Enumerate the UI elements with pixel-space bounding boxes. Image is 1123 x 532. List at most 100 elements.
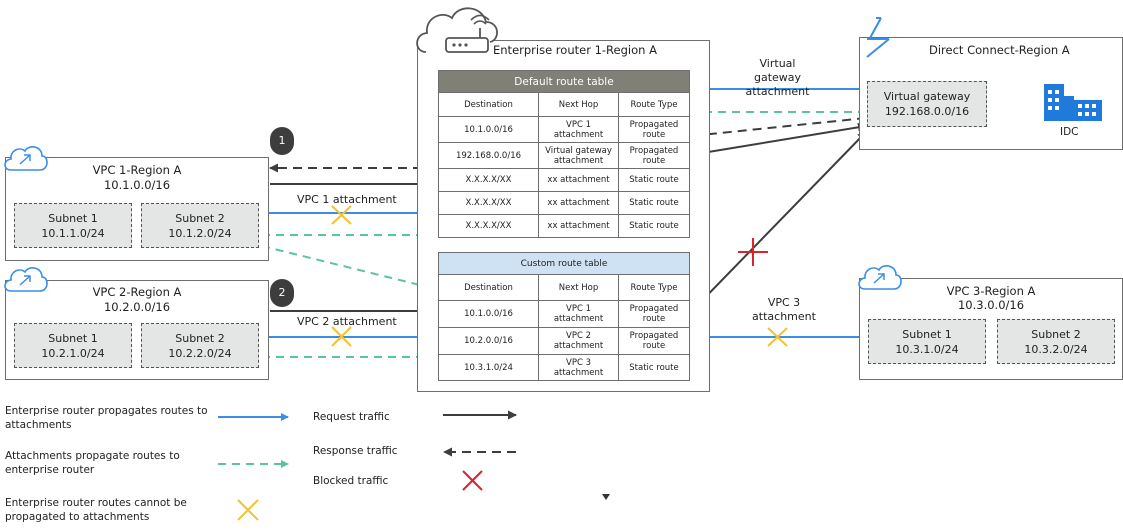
virtual-gateway-cidr: 192.168.0.0/16 [884,105,970,118]
cell-route-type: Propagated route [618,116,690,143]
direct-connect-title: Direct Connect-Region A [929,43,1070,57]
legend-attachments-propagate: Attachments propagate routes to enterpri… [5,450,180,476]
legend-propagate-to-attachments: Enterprise router propagates routes to a… [5,405,208,431]
cell-destination: 10.1.0.0/16 [438,116,539,143]
cell-next-hop: xx attachment [538,168,619,192]
table-row: 10.1.0.0/16 VPC 1 attachment Propagated … [438,300,690,328]
header-route-type: Route Type [618,274,690,301]
subnet-name: Subnet 2 [175,331,225,345]
legend-response: Response traffic [313,445,398,457]
table-row: 10.2.0.0/16 VPC 2 attachment Propagated … [438,327,690,355]
vpc1-subnet-1: Subnet 1 10.1.1.0/24 [14,203,132,248]
vpc3-cloud-icon [858,265,902,290]
vpc1-title: VPC 1-Region A [92,163,182,177]
legend-yellow-cross [237,499,259,521]
cell-destination: 192.168.0.0/16 [438,142,539,169]
cell-next-hop: VPC 1 attachment [538,300,619,328]
vpc3-box: VPC 3-Region A 10.3.0.0/16 Subnet 1 10.3… [859,278,1123,380]
cell-next-hop: xx attachment [538,191,619,215]
router-cloud-icon [416,7,498,53]
subnet-cidr: 10.3.2.0/24 [1024,342,1088,356]
idc-label: IDC [1060,126,1079,138]
vpc2-cannot-propagate-cross [331,326,352,347]
virtual-gateway: Virtual gateway 192.168.0.0/16 [867,81,987,127]
vpc2-title: VPC 2-Region A [92,285,182,299]
cell-next-hop: VPC 2 attachment [538,327,619,355]
header-next-hop: Next Hop [538,92,619,117]
cell-route-type: Propagated route [618,300,690,328]
header-destination: Destination [438,92,539,117]
subnet-name: Subnet 2 [1031,327,1081,341]
vpc1-cloud-icon [4,146,48,171]
vpc3-cannot-propagate-cross [767,327,788,347]
legend-request: Request traffic [313,411,390,423]
cell-route-type: Static route [618,168,690,192]
custom-to-vgw-request-arrow [689,131,867,314]
vpc1-subnet-2: Subnet 2 10.1.2.0/24 [141,203,259,248]
legend-blocked: Blocked traffic [313,475,389,487]
legend-blocked-cross [462,470,483,491]
table-row: 10.1.0.0/16 VPC 1 attachment Propagated … [438,116,690,143]
vpc2-cidr: 10.2.0.0/16 [103,300,171,314]
cell-next-hop: VPC 3 attachment [538,354,619,381]
vpc1-box: VPC 1-Region A 10.1.0.0/16 Subnet 1 10.1… [5,157,269,261]
subnet-name: Subnet 1 [48,211,98,225]
legend-cannot-propagate: Enterprise router routes cannot be propa… [5,497,187,523]
idc-building-icon [1044,84,1102,121]
cell-destination: 10.1.0.0/16 [438,300,539,328]
collapse-arrow-icon[interactable] [602,494,612,502]
cell-route-type: Static route [618,214,690,238]
default-route-table-title: Default route table [438,70,690,93]
direct-connect-box: Direct Connect-Region A Virtual gateway … [859,37,1123,150]
vpc3-attachment-label: VPC 3 attachment [752,296,816,323]
vpc2-attachment-label: VPC 2 attachment [297,315,397,328]
vgw-request-arrow [689,122,867,156]
vpc3-subnet-2: Subnet 2 10.3.2.0/24 [997,319,1115,364]
table-row: 192.168.0.0/16 Virtual gateway attachmen… [438,142,690,169]
vpc2-box: VPC 2-Region A 10.2.0.0/16 Subnet 1 10.2… [5,280,269,380]
vpc1-attachment-label: VPC 1 attachment [297,193,397,206]
vgw-response-arrow [690,117,867,140]
custom-route-table-title: Custom route table [438,252,690,275]
cell-next-hop: Virtual gateway attachment [538,142,619,169]
table-row: X.X.X.X/XX xx attachment Static route [438,214,690,238]
subnet-name: Subnet 1 [902,327,952,341]
cell-destination: X.X.X.X/XX [438,191,539,215]
table-row: 10.3.1.0/24 VPC 3 attachment Static rout… [438,354,690,381]
header-route-type: Route Type [618,92,690,117]
vgw-attachment-label: Virtual gateway attachment [745,57,810,98]
vpc1-to-custom-arrow [261,245,437,292]
vpc1-cannot-propagate-cross [331,205,352,225]
cell-route-type: Static route [618,354,690,381]
subnet-cidr: 10.2.1.0/24 [41,346,105,360]
subnet-cidr: 10.2.2.0/24 [168,346,232,360]
default-route-table: Default route table Destination Next Hop… [438,70,690,238]
header-destination: Destination [438,274,539,301]
subnet-name: Subnet 2 [175,211,225,225]
vpc3-cidr: 10.3.0.0/16 [957,298,1025,312]
header-next-hop: Next Hop [538,274,619,301]
subnet-cidr: 10.1.1.0/24 [41,226,105,240]
subnet-name: Subnet 1 [48,331,98,345]
cell-route-type: Propagated route [618,142,690,169]
router-title: Enterprise router 1-Region A [493,43,657,57]
cell-destination: X.X.X.X/XX [438,214,539,238]
badge-2: 2 [270,279,294,307]
vpc3-title: VPC 3-Region A [946,284,1036,298]
vpc1-cidr: 10.1.0.0/16 [103,178,171,192]
subnet-cidr: 10.1.2.0/24 [168,226,232,240]
vpc2-subnet-2: Subnet 2 10.2.2.0/24 [141,323,259,368]
cell-route-type: Static route [618,191,690,215]
blocked-traffic-cross [738,238,768,266]
vpc3-subnet-1: Subnet 1 10.3.1.0/24 [868,319,986,364]
virtual-gateway-name: Virtual gateway [883,90,971,103]
vpc2-subnet-1: Subnet 1 10.2.1.0/24 [14,323,132,368]
cell-next-hop: xx attachment [538,214,619,238]
vpc2-cloud-icon [4,267,48,292]
direct-connect-icon [866,17,890,58]
table-row: X.X.X.X/XX xx attachment Static route [438,168,690,192]
subnet-cidr: 10.3.1.0/24 [895,342,959,356]
table-row: X.X.X.X/XX xx attachment Static route [438,191,690,215]
cell-destination: X.X.X.X/XX [438,168,539,192]
cell-route-type: Propagated route [618,327,690,355]
